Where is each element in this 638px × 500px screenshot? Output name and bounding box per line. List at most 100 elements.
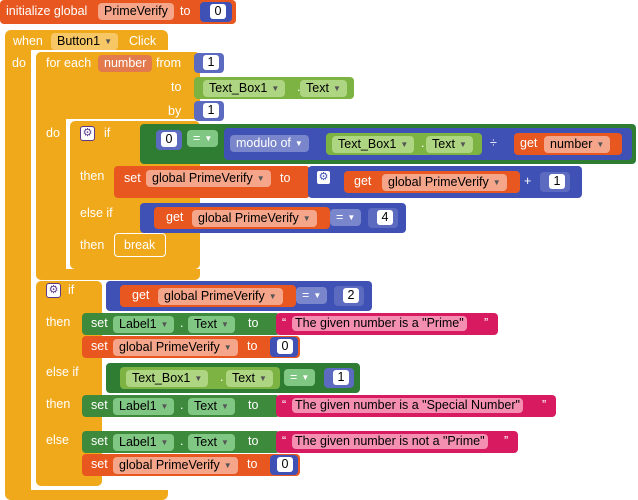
compare-left-number[interactable]: 0 xyxy=(156,130,182,150)
label1-prop-dropdown[interactable]: Text▼ xyxy=(188,434,235,451)
label1-dropdown[interactable]: Label1▼ xyxy=(113,398,175,415)
outer-compare-block-2[interactable]: Text_Box1▼ . Text▼ =▼ 1 xyxy=(106,363,360,393)
get-label: get xyxy=(132,288,150,302)
set-label-text-3[interactable]: set Label1▼ . Text▼ to xyxy=(82,431,280,453)
init-var-field[interactable]: PrimeVerify xyxy=(98,3,174,20)
outer-get-dropdown[interactable]: global PrimeVerify▼ xyxy=(158,288,283,305)
gear-icon[interactable]: ⚙ xyxy=(316,170,331,185)
get-prime-block[interactable]: get global PrimeVerify▼ xyxy=(344,171,520,193)
by-number-block[interactable]: 1 xyxy=(194,101,224,121)
get-prime-block-2[interactable]: get global PrimeVerify▼ xyxy=(154,207,330,229)
to-prop-dropdown[interactable]: Text▼ xyxy=(300,80,347,97)
break-block[interactable]: break xyxy=(114,233,166,257)
modulo-block[interactable]: modulo of▼ Text_Box1▼ . Text▼ ÷ get numb… xyxy=(224,128,632,160)
event-when: when xyxy=(13,34,43,48)
get-label: get xyxy=(520,136,538,150)
compare-block-2[interactable]: get global PrimeVerify▼ =▼ 4 xyxy=(140,203,406,233)
zero-value-1[interactable]: 0 xyxy=(277,339,293,354)
to-label: to xyxy=(248,398,259,412)
to-label: to xyxy=(248,434,259,448)
addition-block[interactable]: ⚙ get global PrimeVerify▼ + 1 xyxy=(308,166,582,198)
cmp-value[interactable]: 4 xyxy=(377,210,393,225)
label1-prop-dropdown[interactable]: Text▼ xyxy=(188,398,235,415)
text-value-2[interactable]: The given number is a "Special Number" xyxy=(292,398,523,413)
plus-number[interactable]: 1 xyxy=(540,172,570,192)
tb-prop-dropdown[interactable]: Text▼ xyxy=(226,370,273,387)
set-prime-zero-2[interactable]: set global PrimeVerify▼ to 0 xyxy=(82,454,300,476)
text-block-3[interactable]: “ The given number is not a "Prime" ” xyxy=(276,431,518,453)
mod-prop-dropdown[interactable]: Text▼ xyxy=(426,136,473,153)
get-number-dropdown[interactable]: number▼ xyxy=(544,136,611,153)
modulo-dropdown[interactable]: modulo of▼ xyxy=(230,135,309,152)
outer-eq-value[interactable]: 2 xyxy=(343,288,359,303)
outer-eq-number[interactable]: 2 xyxy=(334,286,364,306)
set-label: set xyxy=(124,171,141,185)
mod-component-dropdown[interactable]: Text_Box1▼ xyxy=(332,136,415,153)
set3-var-dropdown[interactable]: global PrimeVerify▼ xyxy=(113,457,238,474)
from-value[interactable]: 1 xyxy=(203,55,219,70)
set-label-text-2[interactable]: set Label1▼ . Text▼ to xyxy=(82,395,280,417)
init-value[interactable]: 0 xyxy=(210,4,226,19)
outer-compare-block[interactable]: get global PrimeVerify▼ =▼ 2 xyxy=(106,281,372,311)
get-prime-dropdown[interactable]: global PrimeVerify▼ xyxy=(382,174,507,191)
label1-dropdown[interactable]: Label1▼ xyxy=(113,316,175,333)
eq3-dropdown[interactable]: =▼ xyxy=(284,369,316,386)
set-prime-increment[interactable]: set global PrimeVerify▼ to xyxy=(114,166,310,198)
to-component-getter[interactable]: Text_Box1▼ . Text▼ xyxy=(194,77,354,99)
text-value-3[interactable]: The given number is not a "Prime" xyxy=(292,434,488,449)
inner-if-label: if xyxy=(104,126,111,140)
for-var-field[interactable]: number xyxy=(98,55,153,72)
initialize-global-block[interactable]: initialize global PrimeVerify to 0 xyxy=(0,0,236,24)
to-component-dropdown[interactable]: Text_Box1▼ xyxy=(203,80,286,97)
gear-icon[interactable]: ⚙ xyxy=(46,283,61,298)
chevron-down-icon: ▼ xyxy=(596,140,605,149)
set2-var-dropdown[interactable]: global PrimeVerify▼ xyxy=(113,339,238,356)
zero-number-1[interactable]: 0 xyxy=(270,337,298,357)
set-label-text-1[interactable]: set Label1▼ . Text▼ to xyxy=(82,313,280,335)
set-var-dropdown[interactable]: global PrimeVerify▼ xyxy=(146,170,271,187)
tb-dropdown[interactable]: Text_Box1▼ xyxy=(126,370,209,387)
label1-dropdown[interactable]: Label1▼ xyxy=(113,434,175,451)
event-name: Click xyxy=(129,34,157,48)
set-label: set xyxy=(91,316,108,330)
eq-dropdown[interactable]: =▼ xyxy=(187,130,219,147)
text-block-1[interactable]: “ The given number is a "Prime" ” xyxy=(276,313,498,335)
chevron-down-icon: ▼ xyxy=(194,374,203,383)
mod-component-getter[interactable]: Text_Box1▼ . Text▼ xyxy=(326,133,482,155)
event-component-dropdown[interactable]: Button1▼ xyxy=(51,33,119,50)
eq3-value[interactable]: 1 xyxy=(333,370,349,385)
get-number-block[interactable]: get number▼ xyxy=(514,133,622,155)
outer-eq-dropdown[interactable]: =▼ xyxy=(296,287,328,304)
eq3-number[interactable]: 1 xyxy=(324,368,354,388)
tb-getter[interactable]: Text_Box1▼ . Text▼ xyxy=(120,367,280,389)
for-to: to xyxy=(171,80,182,94)
zero-value-2[interactable]: 0 xyxy=(277,457,293,472)
plus-sign: + xyxy=(524,174,532,188)
left-value[interactable]: 0 xyxy=(161,132,177,147)
from-number-block[interactable]: 1 xyxy=(194,53,224,73)
for-do: do xyxy=(46,126,60,140)
quote-open: “ xyxy=(282,316,287,330)
set-prime-zero-1[interactable]: set global PrimeVerify▼ to 0 xyxy=(82,336,300,358)
label1-prop-dropdown[interactable]: Text▼ xyxy=(188,316,235,333)
cmp-number[interactable]: 4 xyxy=(368,208,398,228)
chevron-down-icon: ▼ xyxy=(160,402,169,411)
chevron-down-icon: ▼ xyxy=(400,140,409,149)
gear-icon[interactable]: ⚙ xyxy=(80,126,95,141)
chevron-down-icon: ▼ xyxy=(492,178,501,187)
text-block-2[interactable]: “ The given number is a "Special Number"… xyxy=(276,395,556,417)
dot: . xyxy=(180,398,184,412)
init-var-name: PrimeVerify xyxy=(104,4,168,18)
by-value[interactable]: 1 xyxy=(203,103,219,118)
eq2-dropdown[interactable]: =▼ xyxy=(330,209,362,226)
dot: . xyxy=(180,434,184,448)
for-each-label: for each xyxy=(46,56,92,70)
outer-get-prime[interactable]: get global PrimeVerify▼ xyxy=(120,285,296,307)
get-prime-dropdown-2[interactable]: global PrimeVerify▼ xyxy=(192,210,317,227)
zero-number-2[interactable]: 0 xyxy=(270,455,298,475)
init-number-block[interactable]: 0 xyxy=(200,2,232,22)
plus-value[interactable]: 1 xyxy=(549,174,565,189)
compare-block-1[interactable]: 0 =▼ modulo of▼ Text_Box1▼ . Text▼ ÷ get… xyxy=(140,124,636,164)
dot: . xyxy=(220,370,224,384)
text-value-1[interactable]: The given number is a "Prime" xyxy=(292,316,467,331)
